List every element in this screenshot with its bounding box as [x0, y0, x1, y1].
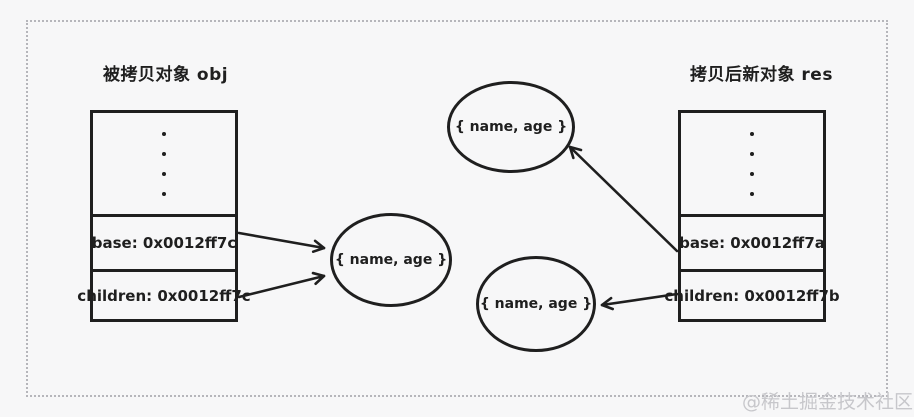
source-children-row: children: 0x0012ff7c [77, 269, 251, 319]
copied-children-object-ellipse: { name, age } [476, 256, 596, 352]
result-children-label: children: 0x0012ff7b [664, 286, 840, 305]
dot-icon [750, 171, 754, 176]
source-children-label: children: 0x0012ff7c [77, 286, 251, 305]
copied-children-object-label: { name, age } [479, 296, 593, 312]
result-children-row: children: 0x0012ff7b [664, 269, 840, 319]
result-object-title: 拷贝后新对象 res [690, 65, 833, 85]
shared-object-ellipse: { name, age } [330, 213, 452, 307]
copied-base-object-label: { name, age } [454, 119, 568, 135]
source-object-box: base: 0x0012ff7c children: 0x0012ff7c [77, 110, 251, 322]
shared-object-label: { name, age } [334, 252, 448, 268]
watermark: @稀土掘金技术社区 [742, 391, 914, 413]
dot-icon [162, 171, 166, 176]
source-object-title: 被拷贝对象 obj [103, 65, 229, 85]
dot-icon [162, 131, 166, 136]
result-base-row: base: 0x0012ff7a [679, 214, 825, 269]
dot-icon [750, 151, 754, 156]
source-base-label: base: 0x0012ff7c [91, 234, 237, 252]
copied-base-object-ellipse: { name, age } [447, 81, 575, 173]
result-object-box: base: 0x0012ff7a children: 0x0012ff7b [664, 110, 840, 322]
dot-icon [162, 151, 166, 156]
ellipsis-dots [681, 113, 823, 214]
source-base-row: base: 0x0012ff7c [91, 214, 237, 269]
dashed-border-frame [26, 20, 888, 397]
ellipsis-dots [93, 113, 235, 214]
dot-icon [750, 131, 754, 136]
result-base-label: base: 0x0012ff7a [679, 234, 825, 252]
dot-icon [162, 191, 166, 196]
dot-icon [750, 191, 754, 196]
